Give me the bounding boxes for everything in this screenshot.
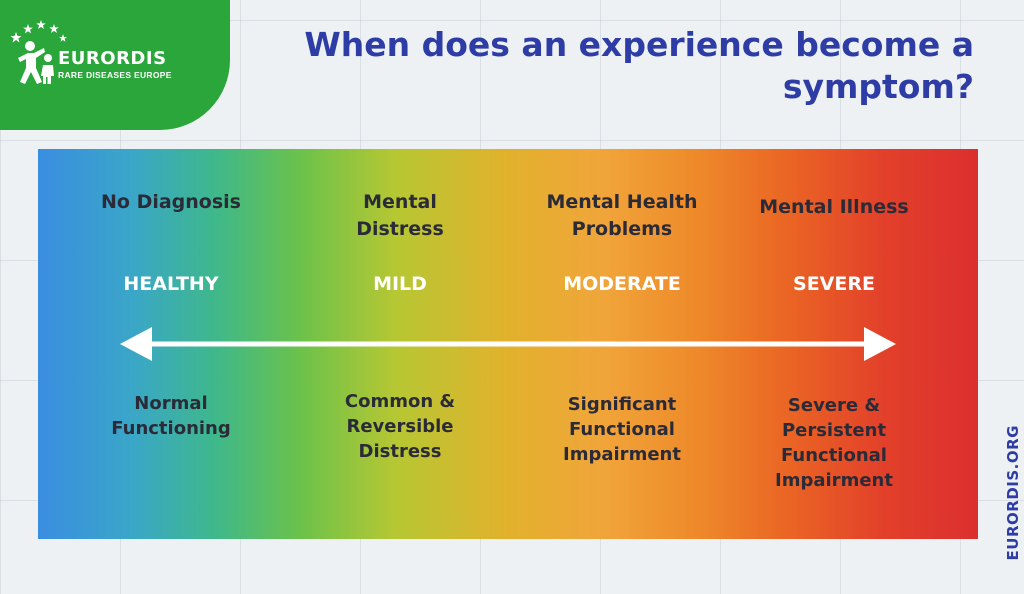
heading-mild-line: Distress: [356, 218, 444, 240]
heading-mild-line: Mental: [363, 191, 437, 213]
people-stars-icon: [10, 20, 67, 84]
website-label: EURORDIS.ORG: [1004, 425, 1022, 561]
slide-title: When does an experience become a symptom…: [304, 25, 974, 106]
level-mild: MILD: [373, 273, 427, 295]
description-moderate-line: Significant: [567, 394, 677, 415]
description-severe-line: Functional: [781, 445, 887, 466]
level-healthy: HEALTHY: [123, 273, 219, 295]
description-severe-line: Persistent: [781, 420, 887, 441]
description-mild-line: Reversible: [346, 416, 454, 437]
heading-severe-line: Mental Illness: [759, 196, 909, 218]
description-severe-line: Severe &: [787, 395, 881, 416]
description-mild-line: Common &: [344, 391, 456, 412]
level-moderate: MODERATE: [563, 273, 681, 295]
description-healthy-line: Functioning: [111, 418, 231, 439]
double-arrow-icon: [120, 327, 896, 361]
heading-moderate-line: Mental Health: [546, 191, 698, 213]
logo-name: EURORDIS: [58, 48, 167, 69]
heading-healthy-line: No Diagnosis: [101, 191, 241, 213]
heading-healthy: No Diagnosis: [71, 189, 271, 216]
level-severe: SEVERE: [793, 273, 875, 295]
eurordis-logo: EURORDIS RARE DISEASES EUROPE: [0, 0, 230, 130]
heading-severe: Mental Illness: [734, 194, 934, 221]
heading-moderate-line: Problems: [571, 218, 673, 240]
description-mild-line: Distress: [358, 441, 442, 462]
description-moderate-line: Impairment: [563, 444, 681, 465]
description-healthy-line: Normal: [134, 393, 208, 414]
description-moderate-line: Functional: [569, 419, 675, 440]
description-severe-line: Impairment: [775, 470, 893, 491]
logo-tagline: RARE DISEASES EUROPE: [58, 70, 172, 80]
